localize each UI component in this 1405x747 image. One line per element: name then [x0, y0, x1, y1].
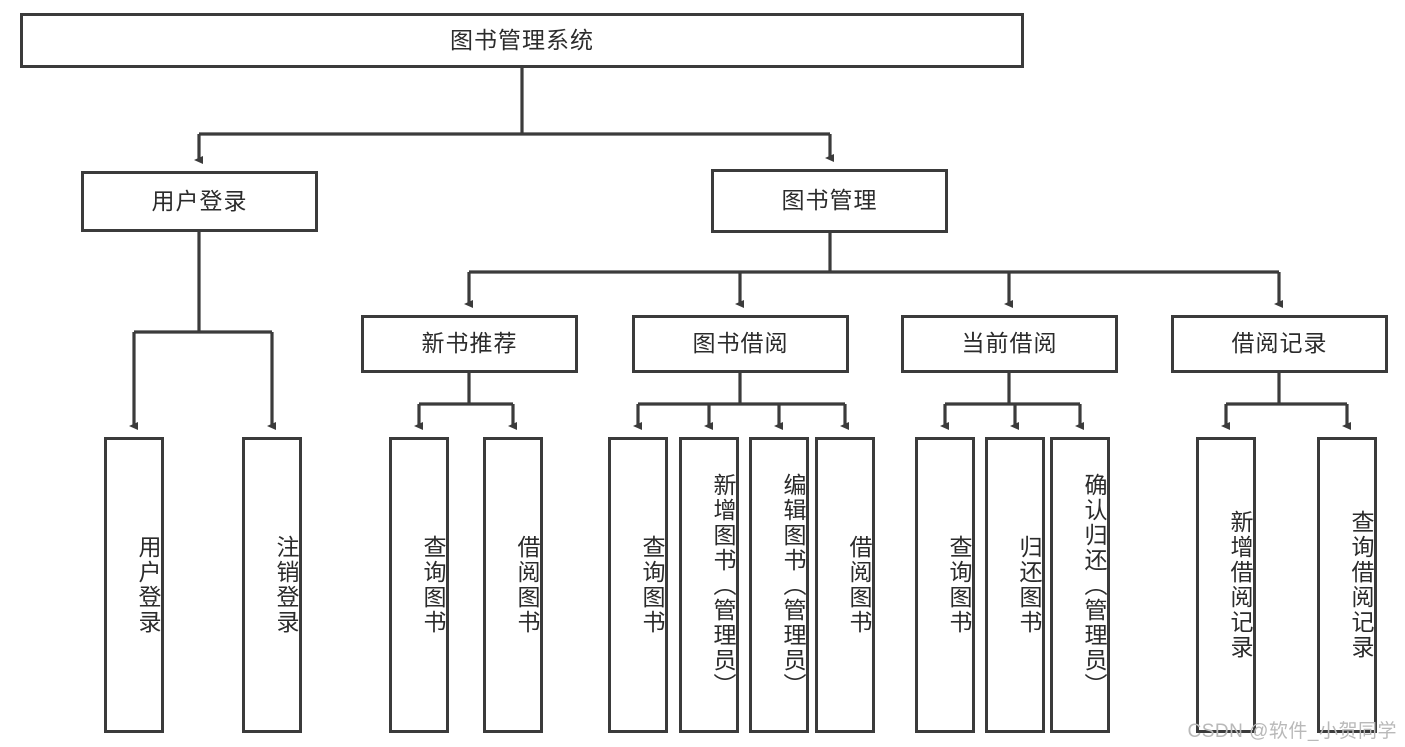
node-label: 当前借阅 [961, 330, 1058, 357]
leaf-record-add-borrow-record[interactable]: 新增借阅记录 [1196, 437, 1256, 733]
node-label: 查询图书 [639, 535, 665, 635]
node-label: 图书管理 [781, 187, 878, 214]
leaf-borrow-edit-book-admin[interactable]: 编辑图书（管理员） [749, 437, 809, 733]
leaf-user-login-login[interactable]: 用户登录 [104, 437, 164, 733]
node-label: 查询图书 [420, 535, 446, 635]
leaf-current-query-book[interactable]: 查询图书 [915, 437, 975, 733]
node-label: 用户登录 [135, 535, 161, 635]
node-label: 注销登录 [273, 535, 299, 635]
node-book-management[interactable]: 图书管理 [711, 169, 948, 233]
node-book-borrow[interactable]: 图书借阅 [632, 315, 849, 373]
leaf-current-return-book[interactable]: 归还图书 [985, 437, 1045, 733]
node-label: 新书推荐 [421, 330, 518, 357]
leaf-current-confirm-return-admin[interactable]: 确认归还（管理员） [1050, 437, 1110, 733]
node-label: 图书管理系统 [450, 26, 594, 53]
node-label: 新增借阅记录 [1227, 510, 1253, 660]
csdn-watermark: CSDN @软件_小贺同学 [1187, 721, 1397, 742]
node-label: 查询图书 [946, 535, 972, 635]
leaf-borrow-borrow-book[interactable]: 借阅图书 [815, 437, 875, 733]
leaf-new-book-query[interactable]: 查询图书 [389, 437, 449, 733]
node-label: 用户登录 [151, 187, 248, 214]
leaf-borrow-add-book-admin[interactable]: 新增图书（管理员） [679, 437, 739, 733]
node-label: 新增图书（管理员） [710, 472, 736, 698]
leaf-record-query-borrow-record[interactable]: 查询借阅记录 [1317, 437, 1377, 733]
node-label: 图书借阅 [692, 330, 789, 357]
node-root-book-management-system[interactable]: 图书管理系统 [20, 13, 1024, 68]
node-label: 借阅图书 [846, 535, 872, 635]
leaf-borrow-query-book[interactable]: 查询图书 [608, 437, 668, 733]
node-label: 确认归还（管理员） [1081, 472, 1107, 698]
node-label: 查询借阅记录 [1348, 510, 1374, 660]
leaf-user-login-logout[interactable]: 注销登录 [242, 437, 302, 733]
node-label: 归还图书 [1016, 535, 1042, 635]
node-label: 借阅记录 [1231, 330, 1328, 357]
node-user-login[interactable]: 用户登录 [81, 171, 318, 232]
node-current-borrow[interactable]: 当前借阅 [901, 315, 1118, 373]
leaf-new-book-borrow[interactable]: 借阅图书 [483, 437, 543, 733]
node-new-book-recommend[interactable]: 新书推荐 [361, 315, 578, 373]
node-label: 编辑图书（管理员） [780, 472, 806, 698]
node-label: 借阅图书 [514, 535, 540, 635]
node-borrow-record[interactable]: 借阅记录 [1171, 315, 1388, 373]
